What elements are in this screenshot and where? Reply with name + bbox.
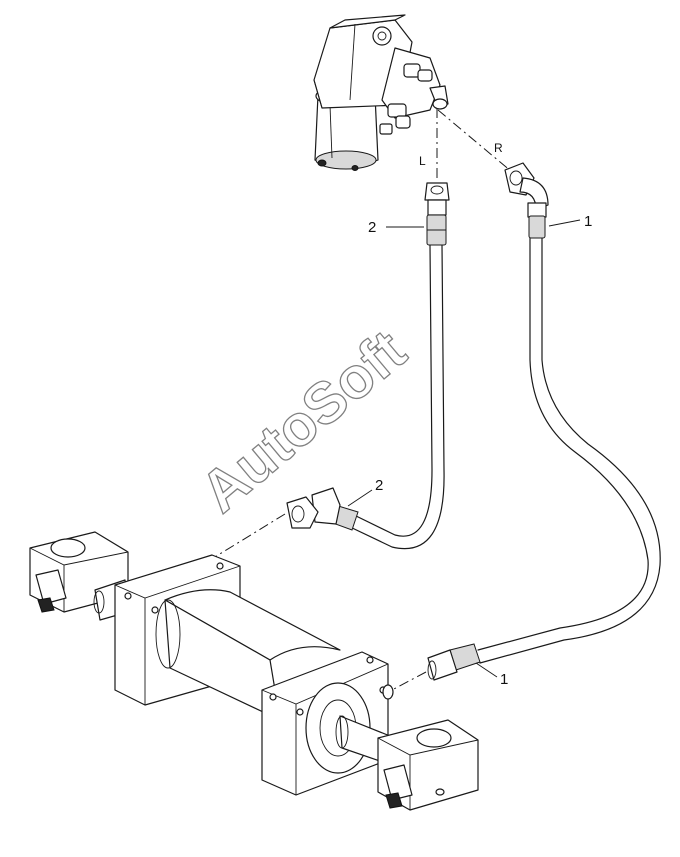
leader-line-1-lower	[475, 662, 498, 678]
center-line-front-port	[391, 671, 427, 691]
center-line-right-port	[437, 109, 513, 173]
steering-valve	[313, 14, 449, 171]
callout-2-upper: 2	[368, 219, 376, 236]
port-label-left: L	[419, 154, 426, 168]
callout-1-upper: 1	[584, 213, 592, 230]
leader-line-1-upper	[548, 219, 581, 227]
hydraulic-cylinder	[29, 531, 479, 811]
hose-2	[286, 182, 450, 550]
watermark: AutoSoft	[189, 318, 418, 525]
leader-line-2-lower	[347, 489, 373, 507]
callout-2-lower: 2	[375, 477, 383, 494]
hose-1	[427, 162, 661, 681]
port-label-right: R	[494, 141, 503, 155]
callout-1-lower: 1	[500, 671, 508, 688]
center-line-rear-port	[209, 513, 286, 561]
